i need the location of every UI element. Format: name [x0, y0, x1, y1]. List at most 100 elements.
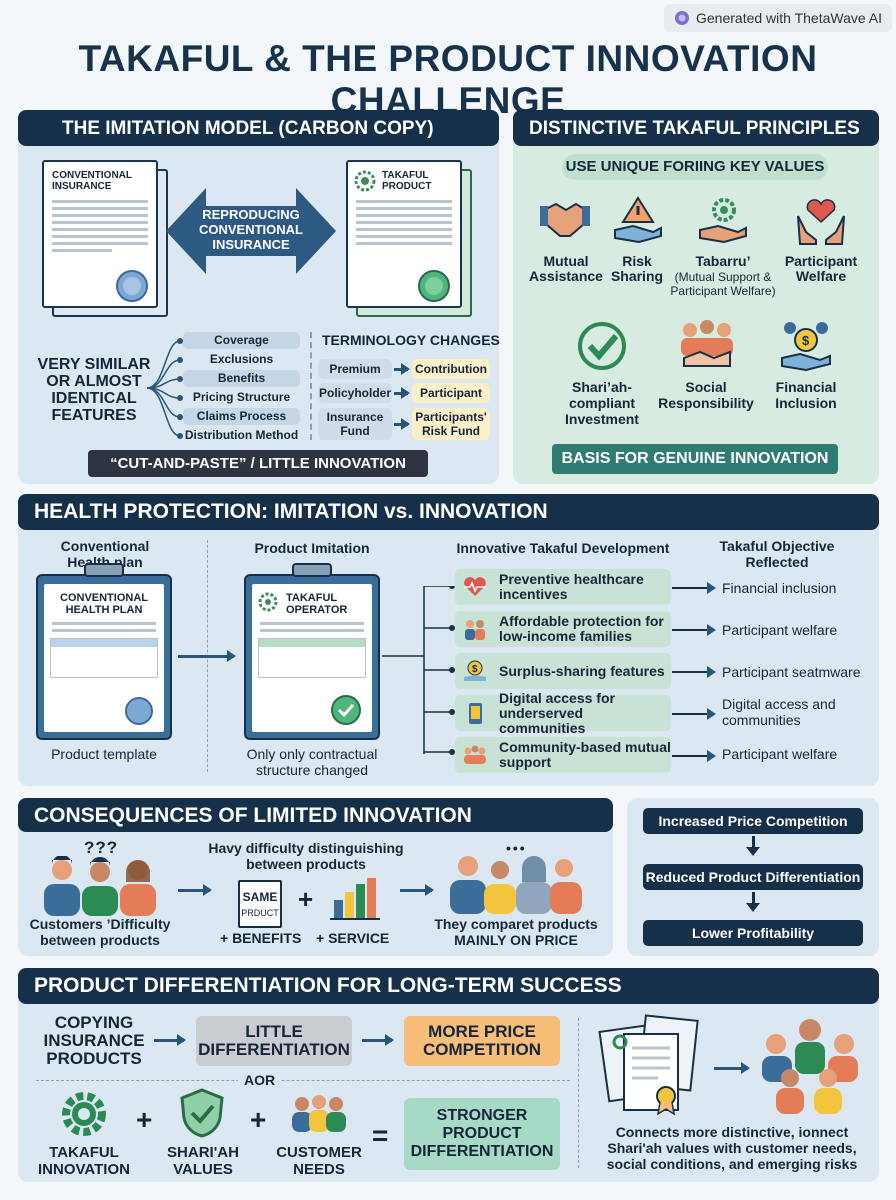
principle-social-responsibility: Social Responsibility [658, 379, 754, 411]
principles-subheader: USE UNIQUE FORIING KEY VALUES [562, 154, 828, 180]
customer-needs-label: CUSTOMER NEEDS [276, 1144, 362, 1178]
arrow [394, 418, 410, 430]
contract-change-caption: Only only contractual structure changed [246, 746, 378, 778]
equals-sign: = [372, 1120, 389, 1151]
principle-risk-sharing: Risk Sharing [610, 253, 664, 284]
arrow [394, 387, 410, 399]
col-innovation-title: Innovative Takaful Development [456, 540, 670, 556]
shield-check-icon [180, 1088, 224, 1138]
takaful-emblem-icon [258, 592, 278, 612]
term-contribution: Contribution [412, 359, 490, 379]
down-arrow [746, 836, 760, 856]
arrow [672, 625, 716, 635]
price-comparison-label: They comparet products MAINLY ON PRICE [434, 916, 598, 948]
flow-lower-profitability: Lower Profitability [643, 920, 863, 946]
check-seal-icon [331, 695, 361, 725]
objective-text: Participant welfare [722, 622, 838, 638]
term-premium: Premium [318, 359, 392, 379]
customer-group-icon [292, 1095, 346, 1132]
principle-mutual-assistance: Mutual Assistance [529, 253, 603, 284]
flow-reduced-differentiation: Reduced Product Differentiation [643, 864, 863, 890]
divider [578, 1018, 579, 1168]
innovation-text: Community-based mutual support [499, 739, 671, 770]
innovation-row: Preventive healthcare incentives [455, 569, 671, 605]
term-insurance-fund: Insurance Fund [318, 408, 392, 440]
same-product-doc: SAME PRDUCT [238, 880, 282, 928]
arrow [672, 751, 716, 761]
objective-text: Participant welfare [722, 746, 838, 762]
principle-tabarru-note: (Mutual Support & Participant Welfare) [670, 270, 776, 298]
double-arrow-icon [166, 188, 336, 274]
warning-hand-icon [614, 196, 662, 244]
gear-icon [62, 1092, 106, 1136]
seal-icon [116, 270, 148, 302]
arrow [154, 1034, 186, 1046]
principles-header: DISTINCTIVE TAKAFUL PRINCIPLES [513, 110, 879, 146]
question-marks: ??? [84, 838, 119, 857]
distinguishing-label: Havy difficulty distinguishing between p… [208, 840, 404, 872]
col-objective-title: Takaful Objective Reflected [719, 538, 835, 570]
arrow [362, 1034, 394, 1046]
doc-left-title: CONVENTIONAL INSURANCE [52, 170, 132, 192]
service-label: + SERVICE [316, 930, 390, 946]
down-arrow [746, 892, 760, 912]
innovation-text: Digital access for underserved communiti… [499, 689, 615, 736]
arrow [672, 583, 716, 593]
customers-difficulty-label: Customers ’Difficulty between products [29, 916, 171, 948]
arrow [178, 650, 236, 662]
takaful-product-doc: TAKAFUL PRODUCT [346, 160, 462, 308]
principle-participant-welfare: Participant Welfare [784, 253, 858, 284]
conventional-insurance-doc: CONVENTIONAL INSURANCE [42, 160, 158, 308]
objective-text: Digital access and communities [722, 696, 836, 728]
ellipsis: ••• [506, 840, 527, 856]
comparing-customers-icon [450, 856, 582, 914]
consequences-header: CONSEQUENCES OF LIMITED INNOVATION [18, 798, 613, 832]
innovation-text: Surplus-sharing features [499, 662, 665, 679]
principle-tabarru: Tabarru’ [695, 253, 751, 269]
takaful-innovation-label: TAKAFUL INNOVATION [38, 1144, 130, 1178]
principle-financial-inclusion: Financial Inclusion [775, 379, 837, 411]
phone-icon [469, 703, 482, 724]
arrow [672, 667, 716, 677]
arrow [400, 884, 434, 896]
connects-description: Connects more distinctive, ionnect Shari… [606, 1124, 858, 1172]
col-imitation-title: Product Imitation [254, 540, 370, 556]
feature-pricing: Pricing Structure [192, 390, 291, 404]
thetawave-logo-icon [675, 11, 689, 25]
bar-chart-icon [330, 878, 380, 920]
doc-right-title: TAKAFUL PRODUCT [382, 170, 432, 192]
clip [84, 563, 124, 577]
differentiation-header: PRODUCT DIFFERENTIATION FOR LONG-TERM SU… [18, 968, 879, 1004]
group-icon [464, 745, 486, 764]
badge-text: Generated with ThetaWave AI [696, 10, 882, 26]
objective-text: Participant seatmware [722, 664, 861, 680]
benefits-label: + BENEFITS [220, 930, 302, 946]
svg-text:$: $ [472, 664, 478, 675]
heartbeat-icon [464, 577, 486, 596]
flow-price-competition: Increased Price Competition [643, 808, 863, 834]
innovation-text: Affordable protection for low-income fam… [499, 613, 664, 644]
innovation-row: $ Surplus-sharing features [455, 653, 671, 689]
similar-features-label: VERY SIMILAR OR ALMOST IDENTICAL FEATURE… [37, 356, 151, 424]
handshake-icon [540, 202, 590, 237]
shariah-values-label: SHARI'AH VALUES [167, 1144, 239, 1178]
little-differentiation-box: LITTLE DIFFERENTIATION [196, 1016, 352, 1066]
divider [36, 1080, 570, 1081]
innovation-row: Affordable protection for low-income fam… [455, 611, 671, 647]
clip [292, 563, 332, 577]
term-policyholder: Policyholder [318, 383, 392, 403]
health-header: HEALTH PROTECTION: IMITATION vs. INNOVAT… [18, 494, 879, 530]
term-risk-fund: Participants' Risk Fund [412, 408, 490, 440]
arrow [394, 363, 410, 375]
innovation-text: Preventive healthcare incentives [499, 571, 644, 602]
plus-sign: + [250, 1104, 267, 1135]
svg-text:$: $ [802, 333, 810, 348]
seal-icon [418, 270, 450, 302]
confused-customers-icon [44, 856, 156, 916]
imitation-header: THE IMITATION MODEL (CARBON COPY) [18, 110, 499, 146]
gear-hand-icon [699, 198, 747, 244]
happy-community-icon [762, 1019, 858, 1114]
family-icon [465, 620, 485, 640]
takaful-operator-sheet: TAKAFUL OPERATOR [252, 584, 372, 732]
innovation-row: Community-based mutual support [455, 737, 671, 773]
